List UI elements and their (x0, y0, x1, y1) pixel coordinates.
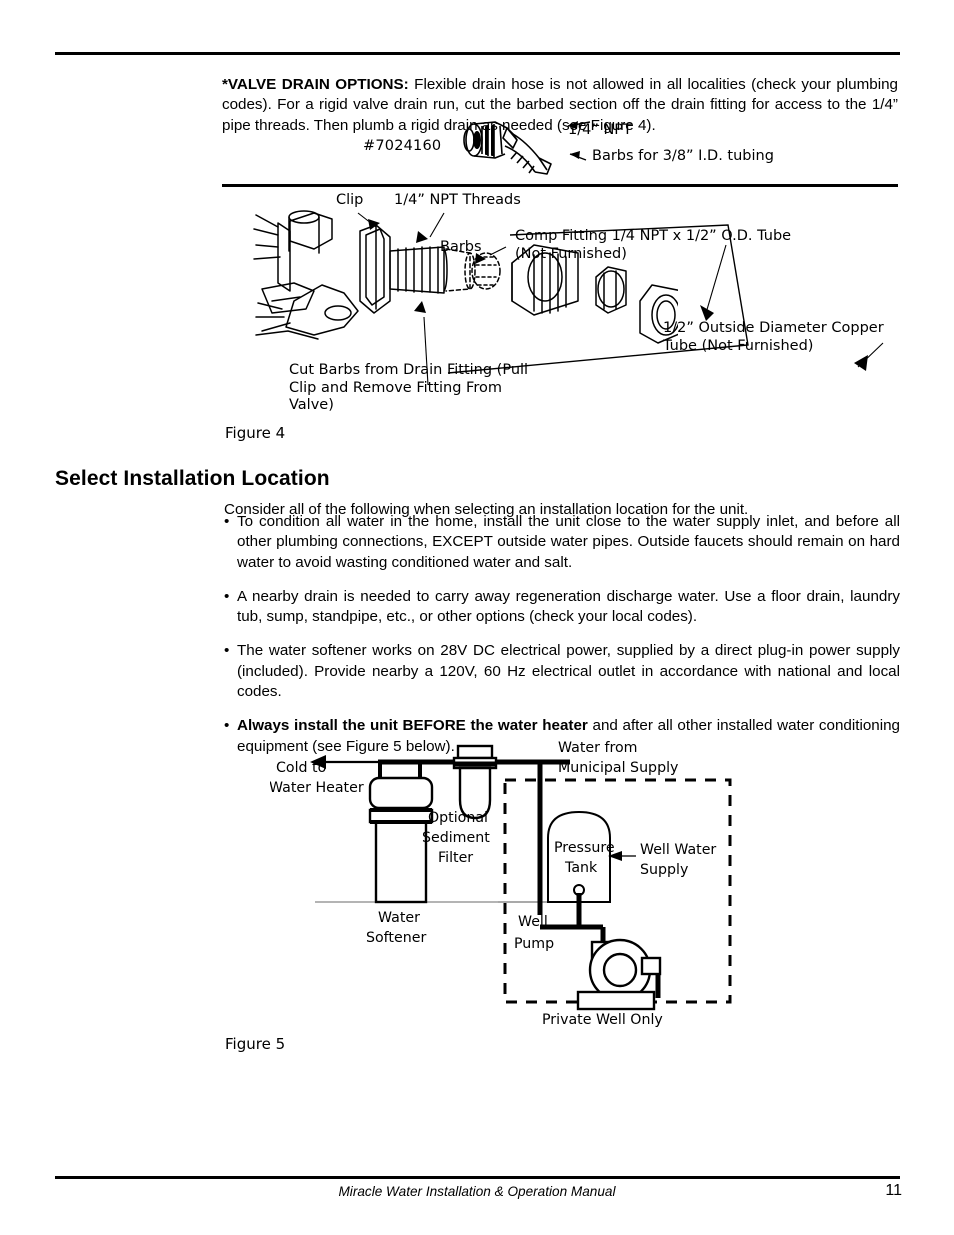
figure4-exploded-drawing (253, 210, 678, 344)
figure4-callout-npt: 1/4” NPT (568, 122, 632, 138)
figure4-part-number: #7024160 (363, 138, 442, 154)
figure5-label-pressure-tank-line2: Tank (564, 860, 598, 876)
figure4-label-comp-fitting: Comp Fitting 1/4 NPT x 1/2” O.D. Tube (N… (515, 228, 792, 262)
figure4-label-npt-threads: 1/4” NPT Threads (394, 192, 521, 208)
sediment-filter-graphic (452, 744, 498, 820)
bullet-marker: • (224, 717, 230, 735)
private-well-boundary (503, 778, 732, 1004)
figure5-label-well-water-line2: Supply (640, 862, 688, 878)
figure5-label-softener-line2: Softener (366, 930, 426, 946)
list-item: • The water softener works on 28V DC elec… (224, 641, 900, 702)
figure5-label-cold-to-heater-line1: Cold to (276, 760, 326, 776)
figure5-label-optional-line1: Optional (428, 810, 488, 826)
figure4-divider (222, 184, 898, 187)
bullet-marker: • (224, 513, 230, 530)
list-item-text: A nearby drain is needed to carry away r… (237, 587, 900, 626)
figure5-label-softener-line1: Water (378, 910, 420, 926)
list-item: • A nearby drain is needed to carry away … (224, 587, 900, 628)
list-item-text: The water softener works on 28V DC elect… (237, 642, 900, 701)
header-divider (55, 52, 900, 55)
installation-location-bullet-list: • To condition all water in the home, ins… (224, 512, 900, 757)
footer-divider (55, 1176, 900, 1179)
bullet-marker: • (224, 587, 230, 605)
figure5-label-municipal-line1: Water from (558, 740, 637, 756)
figure5-plumbing-schematic: Cold to Water Heater Optional Sediment F… (270, 730, 790, 1035)
figure5-label-pressure-tank-line1: Pressure (554, 840, 615, 856)
figure5-label-well-pump-line2: Pump (514, 936, 554, 952)
list-item-text: To condition all water in the home, inst… (237, 513, 900, 571)
valve-drain-options-body: Flexible drain hose is not allowed in al… (222, 76, 898, 134)
figure5-label-cold-to-heater-line2: Water Heater (270, 780, 364, 796)
figure5-label-municipal-line2: Municipal Supply (558, 760, 678, 776)
valve-drain-options-label: *VALVE DRAIN OPTIONS: (222, 76, 409, 94)
pressure-tank-graphic (547, 810, 611, 903)
figure4-label-cut-barbs: Cut Barbs from Drain Fitting (Pull Clip … (289, 362, 529, 413)
figure5-label-optional-line2: Sediment (422, 830, 490, 846)
list-item-text: and after all other installed water cond… (237, 717, 900, 755)
well-pump-graphic (576, 938, 662, 1011)
figure5-label-well-pump-line1: Well (518, 914, 548, 930)
figure4-label-barbs: Barbs (440, 239, 482, 255)
valve-drain-options-paragraph: *VALVE DRAIN OPTIONS: Flexible drain hos… (222, 75, 898, 136)
list-item: • To condition all water in the home, ins… (224, 512, 900, 573)
footer-page-number: 11 (885, 1182, 902, 1199)
figure4-caption: Figure 4 (225, 424, 286, 442)
bullet-marker: • (224, 642, 230, 660)
figure4-inset-leaders (567, 121, 591, 161)
list-item-emphasis: Always install the unit BEFORE the water… (237, 717, 588, 735)
figure4-label-copper-tube: 1/2” Outside Diameter Copper Tube (Not F… (663, 320, 884, 354)
list-item: • Always install the unit BEFORE the wate… (224, 716, 900, 757)
drain-fitting-inset-drawing (463, 121, 552, 175)
figure5-well-water-leader (608, 851, 636, 861)
figure5-label-well-water-line1: Well Water (640, 842, 716, 858)
figure4-label-clip: Clip (336, 192, 364, 208)
page-title: Select Installation Location (55, 467, 330, 491)
figure4-leader-lines (357, 212, 884, 386)
figure5-label-private-well-only: Private Well Only (542, 1012, 663, 1028)
water-softener-graphic (368, 776, 434, 904)
section-lead-text: Consider all of the following when selec… (224, 501, 749, 519)
figure5-caption: Figure 5 (225, 1035, 286, 1053)
footer-manual-title: Miracle Water Installation & Operation M… (338, 1184, 616, 1199)
figure5-label-optional-line3: Filter (438, 850, 473, 866)
figure4-callout-barbs: Barbs for 3/8” I.D. tubing (592, 148, 774, 164)
